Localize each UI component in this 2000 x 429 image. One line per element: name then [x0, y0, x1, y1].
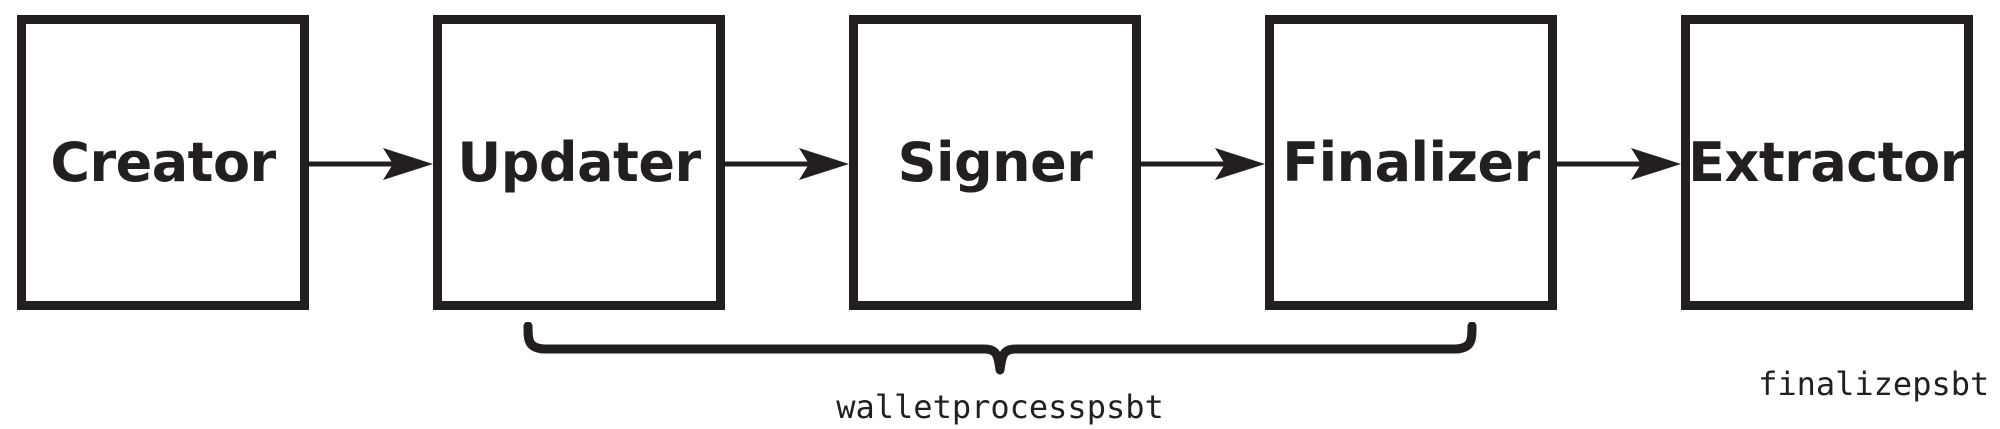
- stage-box-finalizer[interactable]: Finalizer: [1265, 15, 1557, 310]
- stage-label-extractor: Extractor: [1688, 130, 1966, 194]
- stage-label-updater: Updater: [457, 130, 701, 194]
- arrow-finalizer-to-extractor: [1557, 141, 1681, 187]
- caption-brace-command: walletprocesspsbt: [836, 388, 1164, 426]
- caption-creator: createpsbt or converttopsbt: [26, 323, 392, 429]
- stage-box-signer[interactable]: Signer: [849, 15, 1141, 310]
- brace-walletprocesspsbt: [520, 321, 1480, 376]
- arrow-signer-to-finalizer: [1141, 141, 1265, 187]
- stage-label-creator: Creator: [50, 130, 276, 194]
- stage-label-finalizer: Finalizer: [1282, 130, 1540, 194]
- stage-box-extractor[interactable]: Extractor: [1681, 15, 1973, 310]
- caption-extractor: finalizepsbt: [1681, 323, 1989, 429]
- caption-creator-line1: createpsbt or: [26, 405, 392, 429]
- arrow-updater-to-signer: [725, 141, 849, 187]
- arrow-creator-to-updater: [309, 141, 433, 187]
- stage-box-updater[interactable]: Updater: [433, 15, 725, 310]
- caption-walletprocesspsbt: walletprocesspsbt: [520, 388, 1480, 426]
- stage-box-creator[interactable]: Creator: [17, 15, 309, 310]
- stage-label-signer: Signer: [897, 130, 1093, 194]
- caption-extractor-command: finalizepsbt: [1758, 364, 1990, 403]
